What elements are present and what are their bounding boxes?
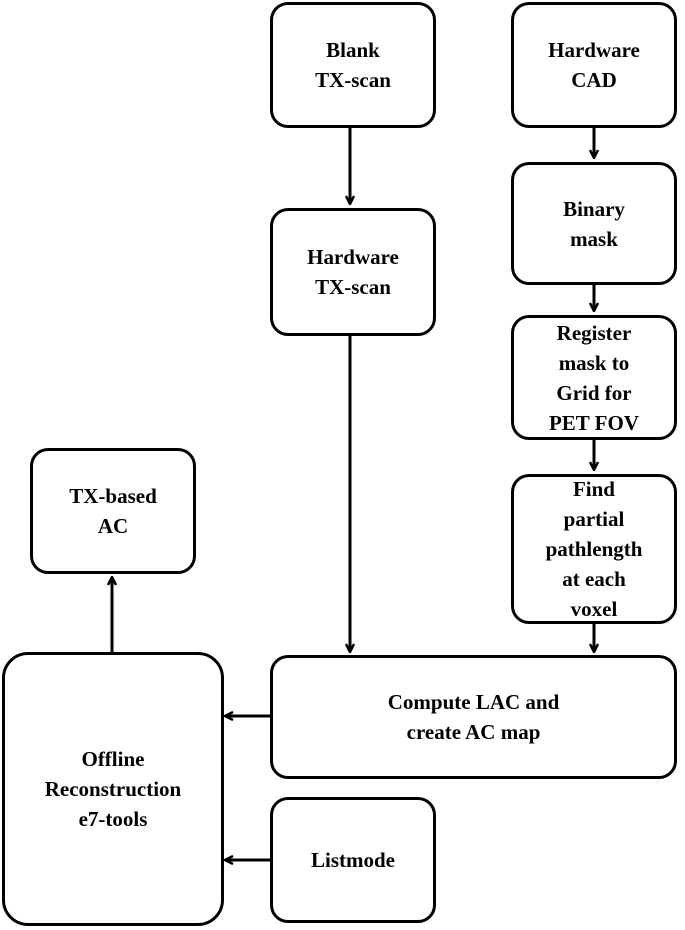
- node-listmode: Listmode: [270, 797, 436, 923]
